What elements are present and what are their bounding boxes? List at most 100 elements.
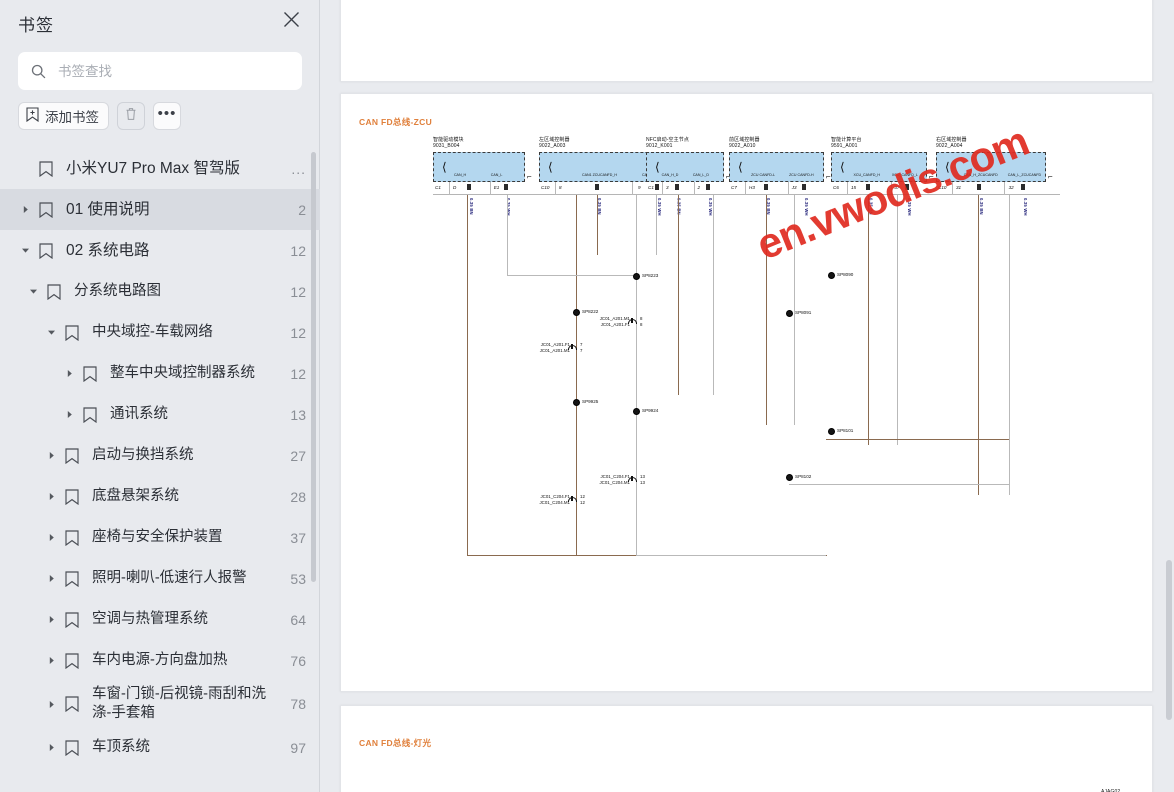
connector-cell-divider — [1004, 182, 1006, 195]
pin-terminal-icon — [595, 184, 599, 190]
module-code: 9022_A004 — [936, 143, 963, 150]
connector-row — [539, 182, 703, 195]
wire-segment — [766, 195, 767, 425]
chevron-right-icon[interactable] — [44, 574, 58, 583]
shield-symbol-icon: ⌐ — [1048, 172, 1053, 181]
connector-cell-divider — [745, 182, 746, 195]
wire-code: 0.35 WH — [804, 198, 810, 216]
bookmark-page-number: 53 — [290, 570, 306, 587]
bookmark-page-number: 12 — [290, 242, 306, 259]
bookmark-document-root[interactable]: 小米YU7 Pro Max 智驾版 ... — [0, 148, 320, 189]
module-name: NFC启动-空主节点 — [646, 137, 689, 143]
pin-label: CAN_H_D — [661, 173, 679, 177]
chevron-down-icon[interactable] — [44, 328, 58, 337]
connector-pin-icon — [631, 476, 633, 481]
pin-number: 37 — [894, 185, 900, 190]
viewer-scrollbar[interactable] — [1166, 560, 1172, 720]
connector-pin-icon — [571, 496, 573, 501]
wire-segment — [507, 195, 508, 275]
chevron-down-icon[interactable] — [26, 287, 40, 296]
chevron-down-icon[interactable] — [18, 246, 32, 255]
splice-label: SP8223 — [642, 273, 659, 278]
search-input[interactable] — [56, 62, 289, 80]
wire-segment — [868, 195, 869, 445]
search-box[interactable] — [18, 52, 302, 90]
wire-code: 0.35 WH — [657, 198, 662, 216]
connector-symbol-icon: ⟨ — [548, 160, 553, 174]
chevron-right-icon[interactable] — [62, 410, 76, 419]
connector-female-id: JC01_C204.F1 — [540, 494, 570, 499]
page2-section-title: CAN FD总线-ZCU — [359, 117, 433, 127]
pin-label: CAN1 ZCUCANFD_H — [582, 173, 617, 177]
bookmark-item-label: 车顶系统 — [92, 739, 150, 755]
chevron-right-icon[interactable] — [44, 615, 58, 624]
bookmark-item-1[interactable]: 02 系统电路 12 — [0, 230, 320, 271]
add-bookmark-button[interactable]: 添加书签 — [18, 102, 109, 130]
connector-id: C10 — [938, 185, 947, 190]
chevron-right-icon[interactable] — [62, 369, 76, 378]
wire-code: 0.35 BN — [766, 198, 772, 215]
splice-point — [786, 310, 793, 317]
pin-terminal-icon — [503, 184, 508, 190]
pdf-page-1 — [340, 0, 1153, 82]
module-name: 左区域控制器 — [539, 137, 570, 143]
chevron-right-icon[interactable] — [18, 205, 32, 214]
chevron-right-icon[interactable] — [44, 656, 58, 665]
bookmark-icon — [62, 611, 82, 628]
chevron-right-icon[interactable] — [44, 743, 58, 752]
close-icon[interactable] — [278, 6, 304, 32]
module-code: 9022_A010 — [729, 143, 756, 150]
delete-bookmark-button[interactable] — [117, 102, 145, 130]
chevron-right-icon[interactable] — [44, 533, 58, 542]
bookmark-item-label: 01 使用说明 — [66, 201, 150, 218]
module-name: 右区域控制器 — [936, 137, 967, 143]
pin-number: 15 — [851, 185, 857, 190]
bookmark-icon — [36, 242, 56, 259]
connector-cell-divider — [662, 182, 663, 195]
bookmark-icon — [62, 324, 82, 341]
sidebar-divider — [319, 0, 320, 792]
connector-pin-a: 12 — [580, 494, 585, 499]
bookmark-item-label: 空调与热管理系统 — [92, 611, 208, 627]
chevron-right-icon[interactable] — [44, 451, 58, 460]
connector-cell-divider — [632, 182, 633, 195]
wire-segment — [597, 195, 598, 255]
splice-label: SP8102 — [795, 474, 812, 479]
module-box: ⟨ — [433, 152, 525, 182]
sidebar-scrollbar[interactable] — [311, 152, 316, 582]
connector-symbol-icon: ⟨ — [738, 160, 743, 174]
chevron-right-icon[interactable] — [44, 492, 58, 501]
pin-number: E1 — [493, 185, 500, 190]
document-overflow-icon[interactable]: ... — [291, 160, 306, 177]
splice-label: SP8101 — [837, 428, 854, 433]
chevron-right-icon[interactable] — [44, 700, 58, 709]
bookmark-page-number: 12 — [290, 365, 306, 382]
bookmark-item-label: 02 系统电路 — [66, 242, 150, 259]
add-bookmark-label: 添加书签 — [45, 110, 99, 125]
splice-point — [633, 408, 640, 415]
connector-pin-b: 7 — [580, 348, 583, 353]
more-options-button[interactable]: ••• — [153, 102, 181, 130]
pin-label: ZCU CANFD-H — [789, 173, 814, 177]
bookmark-icon — [36, 160, 56, 177]
wire-segment — [678, 195, 679, 395]
pin-terminal-icon — [655, 184, 659, 190]
